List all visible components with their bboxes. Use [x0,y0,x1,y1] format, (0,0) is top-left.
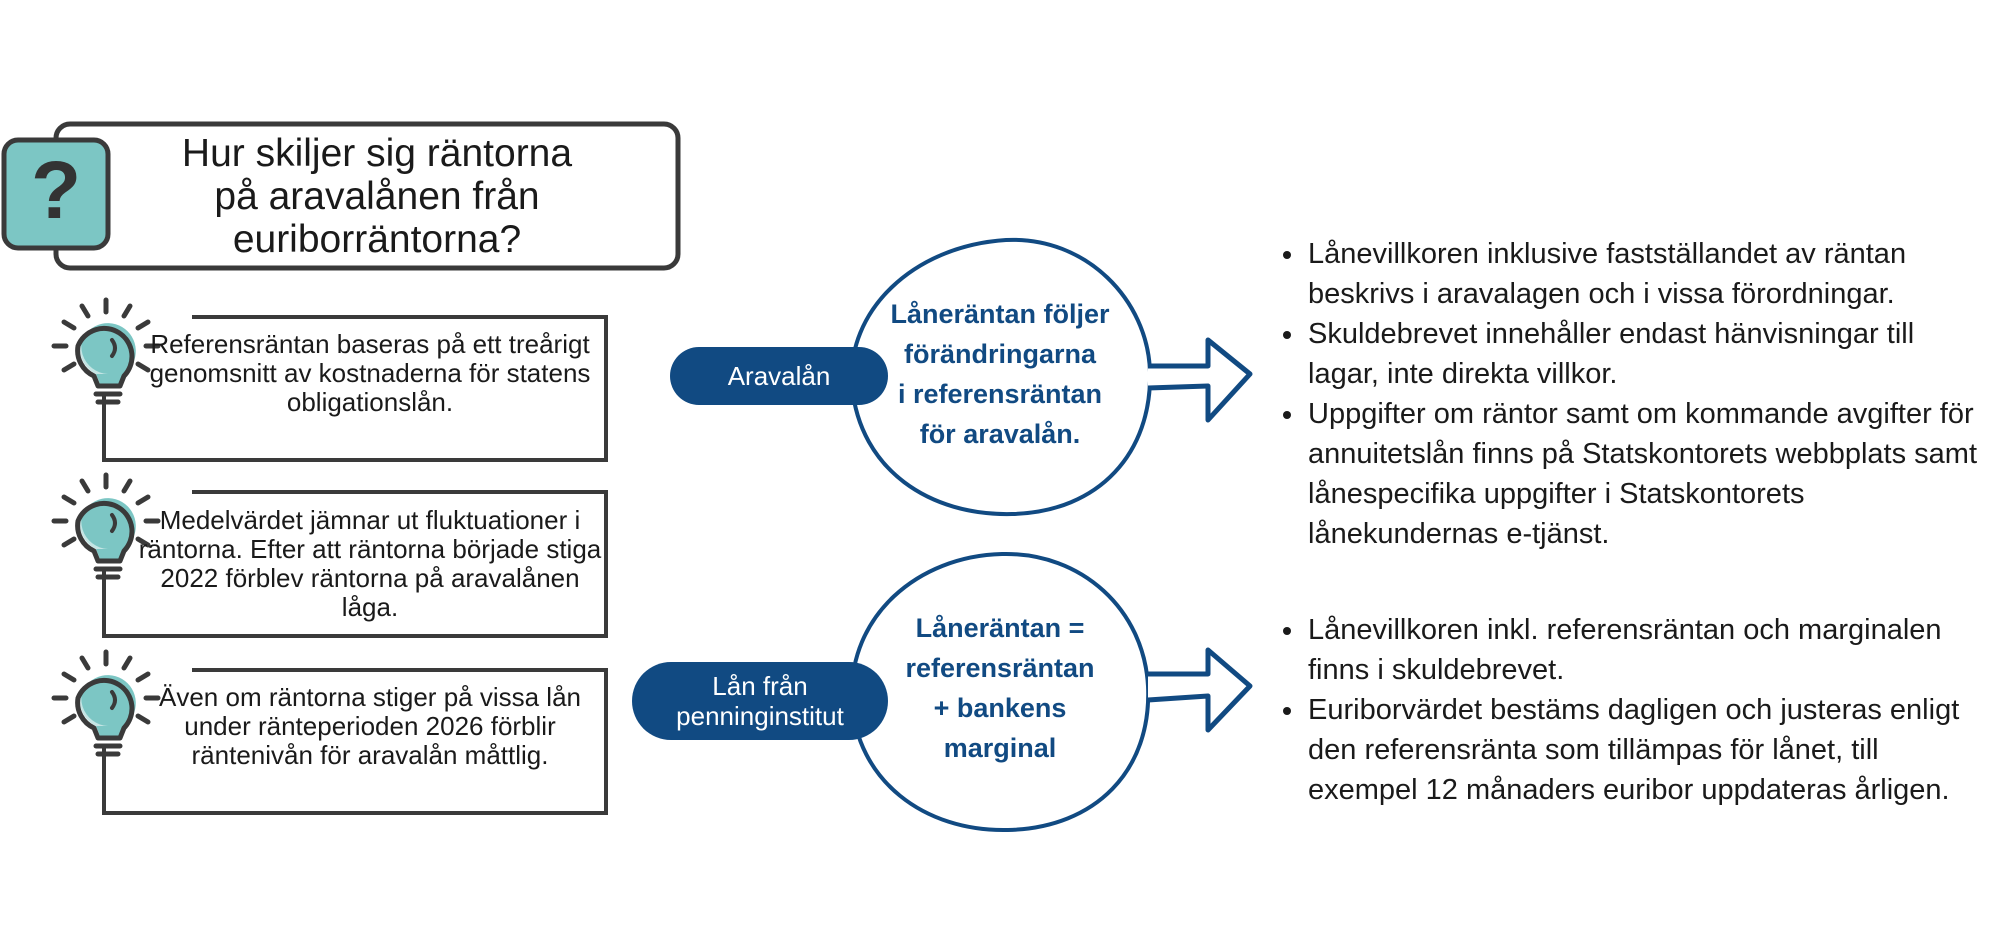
info-box-1-frame [102,315,608,462]
circle-outline-penninginstitut [849,551,1151,833]
pill-label-aravalan: Aravalån [727,361,831,391]
pill-aravalan [670,347,888,405]
bullet-item: Uppgifter om räntor samt om kommande avg… [1306,394,1988,554]
circle-line: för aravalån. [919,419,1081,449]
bullet-item: Lånevillkoren inklusive fastställandet a… [1306,234,1988,314]
circle-text-penninginstitut: Låneräntan = referensräntan + bankens ma… [860,608,1140,768]
info-box-3-text: Även om räntorna stiger på vissa lån und… [159,682,581,770]
circle-outline-aravalan [849,237,1153,517]
circle-line: förändringarna [903,339,1097,369]
circle-line: marginal [943,733,1057,763]
pill-label-line-2: penninginstitut [676,701,844,731]
bullets-penninginstitut: Lånevillkoren inkl. referensräntan och m… [1268,610,1988,810]
title-line-1: Hur skiljer sig räntorna [181,132,573,175]
arrow-icon-penninginstitut [1147,647,1253,733]
info-box-1-text: Referensräntan baseras på ett treårigt g… [149,329,591,417]
bullet-item: Lånevillkoren inkl. referensräntan och m… [1306,610,1988,690]
question-icon: ? [30,145,82,236]
info-box-2-frame [102,490,608,638]
title-line-3: euriborräntorna? [232,218,522,261]
title-line-2: på aravalånen från [214,175,540,218]
pill-label-line-1: Lån från [712,671,808,701]
bullet-item: Skuldebrevet innehåller endast hänvisnin… [1306,314,1988,394]
info-box-3-frame [102,668,608,815]
page-title: Hur skiljer sig räntorna på aravalånen f… [162,132,592,261]
circle-line: + bankens [933,693,1067,723]
bullets-aravalan: Lånevillkoren inklusive fastställandet a… [1268,234,1988,554]
pill-penninginstitut [632,662,888,740]
circle-text-aravalan: Låneräntan följer förändringarna i refer… [860,294,1140,454]
arrow-icon-aravalan [1147,337,1253,423]
circle-line: i referensräntan [897,379,1103,409]
pill-label-penninginstitut: Lån från penninginstitut [632,662,888,740]
question-box [1,137,111,251]
circle-line: referensräntan [905,653,1095,683]
bullet-item: Euriborvärdet bestäms dagligen och juste… [1306,690,1988,810]
info-box-2-text: Medelvärdet jämnar ut fluktuationer i rä… [138,505,602,622]
circle-line: Låneräntan följer [890,299,1110,329]
circle-line: Låneräntan = [915,613,1085,643]
